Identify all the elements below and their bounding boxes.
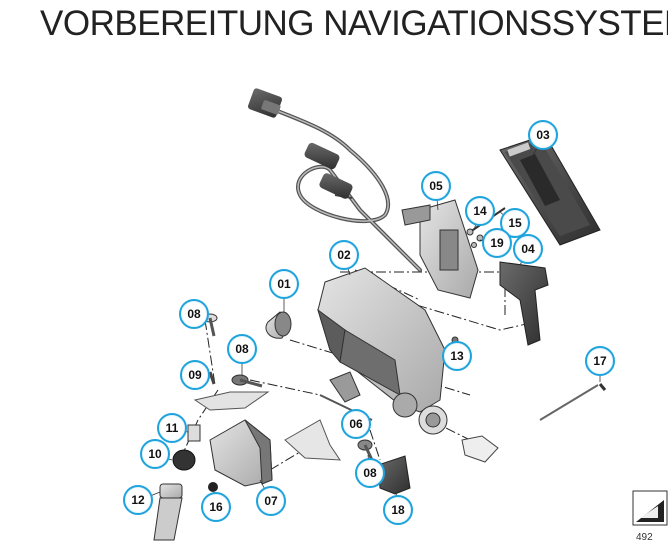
- callout-02[interactable]: 02: [329, 240, 359, 270]
- callout-15[interactable]: 15: [500, 208, 530, 238]
- callout-16[interactable]: 16: [201, 492, 231, 522]
- part-12-bolt-post: [153, 483, 183, 541]
- mounting-bracket-small: [329, 371, 361, 403]
- callout-19[interactable]: 19: [482, 228, 512, 258]
- part-17-cable-tie: [539, 383, 607, 421]
- callout-01[interactable]: 01: [269, 269, 299, 299]
- part-05-holder-bracket: [401, 199, 479, 299]
- callout-12[interactable]: 12: [123, 485, 153, 515]
- part-01-knob: [265, 311, 292, 339]
- callout-08-upper[interactable]: 08: [179, 299, 209, 329]
- page-title: VORBEREITUNG NAVIGATIONSSYSTEM: [40, 4, 668, 43]
- part-03-cradle-plate: [499, 134, 601, 246]
- part-02-main-housing: [317, 267, 448, 435]
- part-11-sleeve: [187, 424, 201, 442]
- callout-04[interactable]: 04: [513, 234, 543, 264]
- callout-18[interactable]: 18: [383, 495, 413, 525]
- callout-17[interactable]: 17: [585, 346, 615, 376]
- end-cap: [461, 435, 499, 463]
- part-08-bolt-middle: [231, 374, 263, 388]
- part-07-support-block: [209, 419, 273, 487]
- callout-08-lower[interactable]: 08: [355, 458, 385, 488]
- cable-plug: [247, 88, 283, 118]
- callout-10[interactable]: 10: [140, 439, 170, 469]
- reference-number: 492: [636, 532, 653, 543]
- callout-11[interactable]: 11: [157, 413, 187, 443]
- part-09-pin: [208, 371, 216, 385]
- callout-06[interactable]: 06: [341, 409, 371, 439]
- callout-14[interactable]: 14: [465, 196, 495, 226]
- part-08-bolt-lower: [357, 439, 374, 461]
- callout-05[interactable]: 05: [421, 171, 451, 201]
- part-10-rubber-ring: [172, 449, 196, 471]
- callout-09[interactable]: 09: [180, 360, 210, 390]
- mounting-bracket-middle: [284, 419, 341, 461]
- callout-07[interactable]: 07: [256, 486, 286, 516]
- callout-03[interactable]: 03: [528, 120, 558, 150]
- cable-connector-pair: [304, 142, 353, 199]
- part-16-nut: [208, 482, 218, 492]
- callout-13[interactable]: 13: [442, 341, 472, 371]
- part-04-lever: [499, 261, 549, 346]
- callout-08-middle[interactable]: 08: [227, 334, 257, 364]
- mounting-bracket-left: [193, 391, 270, 411]
- diagram-reference-logo: [632, 490, 668, 526]
